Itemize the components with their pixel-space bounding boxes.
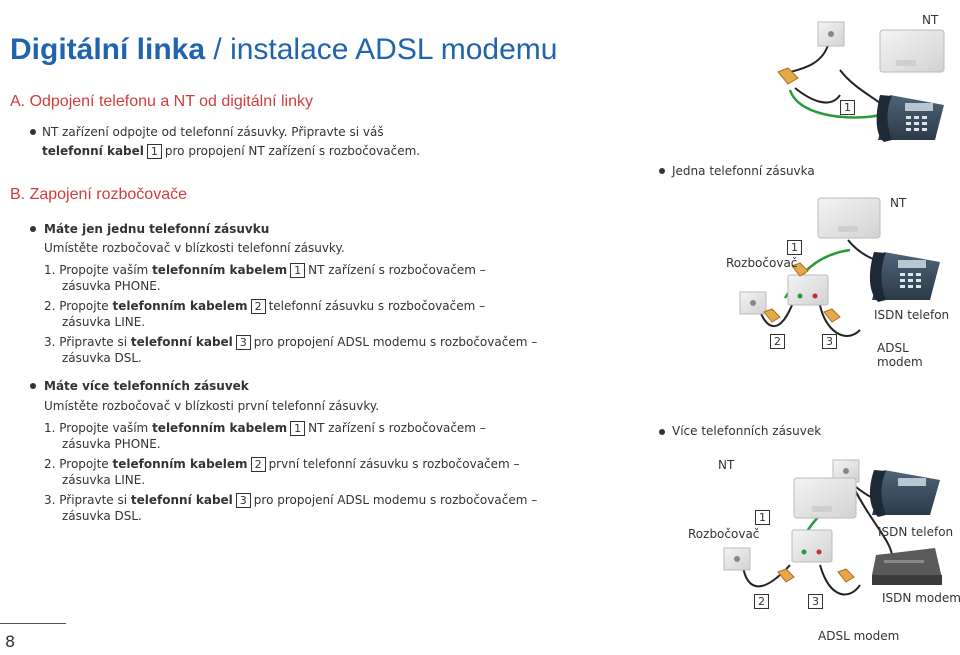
multiple-step2-line2: zásuvka LINE. [62, 473, 146, 487]
bullet-dot [30, 129, 36, 135]
multiple-step3-line2: zásuvka DSL. [62, 509, 142, 523]
multiple-isdn-phone-label: ISDN telefon [878, 525, 954, 539]
cable-badge-1: 1 [290, 263, 306, 278]
single-step1-line2: zásuvka PHONE. [62, 279, 161, 293]
top-nt-label: NT [922, 13, 939, 27]
single-adsl-label-1: ADSL [877, 341, 909, 355]
multiple-sockets-diagram [723, 459, 942, 596]
rj-connector [823, 308, 841, 323]
title-part1: Digitální linka [10, 33, 206, 66]
single-badge-3: 3 [822, 334, 837, 349]
single-socket-diagram [739, 197, 940, 337]
multiple-title: Máte více telefonních zásuvek [44, 379, 249, 393]
cable-badge-1: 1 [290, 421, 306, 436]
isdn-phone [876, 95, 944, 142]
multiple-badge-1: 1 [755, 510, 770, 525]
multiple-adsl-modem-label: ADSL modem [818, 629, 900, 643]
section-a-heading: A. Odpojení telefonu a NT od digitální l… [10, 93, 313, 110]
section-a-line2-post: pro propojení NT zařízení s rozbočovačem… [164, 144, 421, 158]
bullet-dot [659, 168, 665, 174]
cable-badge-1: 1 [146, 144, 162, 159]
page-number-rule [0, 623, 66, 624]
rj-connector [777, 568, 795, 583]
rj-connector [777, 67, 799, 85]
section-a-line1: NT zařízení odpojte od telefonní zásuvky… [42, 125, 384, 139]
cable-badge-2: 2 [250, 457, 266, 472]
page-title: Digitální linka / instalace ADSL modemu [10, 30, 557, 70]
nt-device [793, 477, 857, 519]
single-nt-label: NT [890, 196, 907, 210]
splitter-device [787, 274, 829, 306]
title-part2: instalace ADSL modemu [230, 33, 558, 66]
cable-badge-3: 3 [235, 493, 251, 508]
multiple-step1-line2: zásuvka PHONE. [62, 437, 161, 451]
bullet-dot [30, 383, 36, 389]
isdn-phone [869, 252, 940, 302]
isdn-modem [872, 548, 942, 585]
multiple-nt-label: NT [718, 458, 735, 472]
single-badge-1: 1 [787, 240, 802, 255]
bullet-dot [659, 429, 665, 435]
multiple-badge-2: 2 [754, 594, 769, 609]
section-b-heading: B. Zapojení rozbočovače [10, 186, 187, 203]
top-badge-1: 1 [840, 100, 855, 115]
rj-connector [837, 568, 855, 583]
cable-label: telefonní kabel [42, 144, 144, 158]
multiple-diagram-title: Více telefonních zásuvek [672, 424, 822, 438]
multiple-badge-3: 3 [808, 594, 823, 609]
page-number: 8 [5, 632, 16, 651]
single-splitter-label: Rozbočovač [726, 256, 798, 270]
multiple-isdn-modem-label: ISDN modem [882, 591, 960, 605]
cable-badge-3: 3 [235, 335, 251, 350]
single-isdn-phone-label: ISDN telefon [874, 308, 950, 322]
cable-badge-2: 2 [250, 299, 266, 314]
isdn-phone [869, 470, 940, 517]
single-title: Máte jen jednu telefonní zásuvku [44, 222, 270, 236]
rj-connector [763, 308, 781, 323]
rj-connector [791, 262, 809, 277]
title-separator: / [213, 33, 222, 66]
single-intro: Umístěte rozbočovač v blízkosti telefonn… [44, 241, 345, 255]
splitter-device [791, 529, 833, 563]
single-diagram-title: Jedna telefonní zásuvka [672, 164, 815, 178]
bullet-dot [30, 226, 36, 232]
top-diagram [777, 21, 945, 142]
nt-device [817, 197, 881, 239]
multiple-splitter-label: Rozbočovač [688, 527, 760, 541]
single-adsl-label-2: modem [877, 355, 923, 369]
multiple-intro: Umístěte rozbočovač v blízkosti první te… [44, 399, 380, 413]
single-step2-line2: zásuvka LINE. [62, 315, 146, 329]
single-step3-line2: zásuvka DSL. [62, 351, 142, 365]
single-badge-2: 2 [770, 334, 785, 349]
